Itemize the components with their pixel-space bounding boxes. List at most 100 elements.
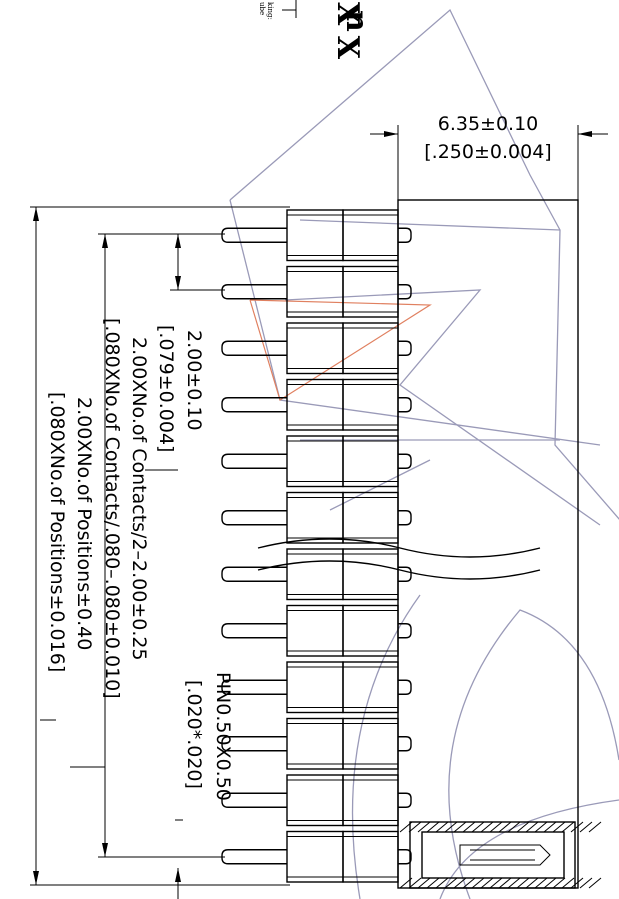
pin-head xyxy=(398,284,412,300)
hatch-line xyxy=(408,877,422,889)
break-line-bottom xyxy=(257,560,541,580)
hatch-line xyxy=(480,877,494,889)
hatch-line xyxy=(588,821,602,833)
hatch-line xyxy=(534,821,548,833)
dimension-texts: 2.00±0.10 [.079±0.004] 2.00XNo.of Contac… xyxy=(46,318,234,801)
pin-head xyxy=(398,736,412,752)
hatch-line xyxy=(570,821,584,833)
contact-cell-right xyxy=(342,265,399,318)
contact-cell-left xyxy=(286,491,344,544)
pitch-dim-label: 2.00±0.10 xyxy=(183,330,205,431)
contact-cell-left xyxy=(286,717,344,770)
hatch-line xyxy=(579,877,593,889)
hatch-line xyxy=(453,821,467,833)
contact-cell-left xyxy=(286,661,344,714)
hatch-line xyxy=(561,877,575,889)
hatch-line xyxy=(525,821,539,833)
hatch-line xyxy=(480,821,494,833)
hatch-line xyxy=(543,877,557,889)
hatch-line xyxy=(516,877,530,889)
contact-cell-right xyxy=(342,491,399,544)
hatch-line xyxy=(489,821,503,833)
positions-dim-label: 2.00XNo.of Positions±0.40 xyxy=(73,397,95,650)
contact-cell-left xyxy=(286,435,344,488)
contact-cell-right xyxy=(342,378,399,431)
hatch-line xyxy=(507,877,521,889)
contact-cell-right xyxy=(342,661,399,714)
hatch-line xyxy=(417,821,431,833)
hatch-line xyxy=(399,821,413,833)
hatch-line xyxy=(498,877,512,889)
pin-tail xyxy=(221,510,287,526)
hatch-line xyxy=(435,821,449,833)
hatch-line xyxy=(453,877,467,889)
pin-tail xyxy=(221,792,287,808)
contact-cell-right xyxy=(342,322,399,375)
hatch-line xyxy=(462,877,476,889)
housing-body xyxy=(397,199,579,889)
contact-cell-right xyxy=(342,774,399,827)
pin-head xyxy=(398,510,412,526)
contact-cell-left xyxy=(286,774,344,827)
width-dimension: 6.35±0.10 [.250±0.004] xyxy=(370,113,608,200)
width-dim-inch-label: [.250±0.004] xyxy=(424,141,551,163)
pin-tail xyxy=(221,453,287,469)
note-fragment-2: ube xyxy=(258,2,266,15)
hatch-line xyxy=(588,877,602,889)
hatch-line xyxy=(444,821,458,833)
pin-array xyxy=(221,209,412,883)
hatch-line xyxy=(534,877,548,889)
hatch-line xyxy=(399,877,413,889)
pin-tail xyxy=(221,284,287,300)
pin-dim-inch-label: [.020*.020] xyxy=(183,680,205,789)
title-fragment: n X X king: ube xyxy=(258,0,374,60)
pin-tail xyxy=(221,227,287,243)
contact-cell-left xyxy=(286,830,344,883)
contact-cell-right xyxy=(342,604,399,657)
pin-tail xyxy=(221,566,287,582)
part-letter: n xyxy=(339,10,374,32)
positions-dim-inch-label: [.080XNo.of Positions±0.016] xyxy=(46,392,68,672)
width-dim-label: 6.35±0.10 xyxy=(438,113,539,135)
pin-head xyxy=(398,453,412,469)
contact-cell-left xyxy=(286,548,344,601)
hatch-line xyxy=(489,877,503,889)
hatch-line xyxy=(471,821,485,833)
hatch-line xyxy=(561,821,575,833)
contacts-dim-label: 2.00XNo.of Contacts/2–2.00±0.25 xyxy=(128,337,150,661)
pin-tail xyxy=(221,623,287,639)
part-number-fragment: X X xyxy=(330,2,365,60)
contact-cell-right xyxy=(342,717,399,770)
hatch-line xyxy=(408,821,422,833)
pin-tail xyxy=(221,397,287,413)
left-dimensions xyxy=(30,206,290,899)
contact-cell-left xyxy=(286,265,344,318)
hatch-line xyxy=(570,877,584,889)
contact-cell-right xyxy=(342,830,399,883)
pin-tail xyxy=(221,736,287,752)
section-end xyxy=(399,821,602,889)
hatch-line xyxy=(552,821,566,833)
hatch-line xyxy=(507,821,521,833)
hatch-line xyxy=(462,821,476,833)
pin-head xyxy=(398,227,412,243)
contact-cell-right xyxy=(342,435,399,488)
hatch-line xyxy=(471,877,485,889)
pin-head xyxy=(398,340,412,356)
break-line-top xyxy=(257,538,541,558)
pin-head xyxy=(398,792,412,808)
contact-cell-right xyxy=(342,548,399,601)
hatch-line xyxy=(444,877,458,889)
pin-head xyxy=(398,623,412,639)
hatch-line xyxy=(426,821,440,833)
hatch-line xyxy=(417,877,431,889)
pin-head xyxy=(398,566,412,582)
contact-cell-left xyxy=(286,604,344,657)
pin-tail xyxy=(221,849,287,865)
hatch-line xyxy=(498,821,512,833)
hatch-line xyxy=(552,877,566,889)
pin-dim-label: PIN0.50X0.50 xyxy=(212,672,234,801)
pin-head xyxy=(398,849,412,865)
